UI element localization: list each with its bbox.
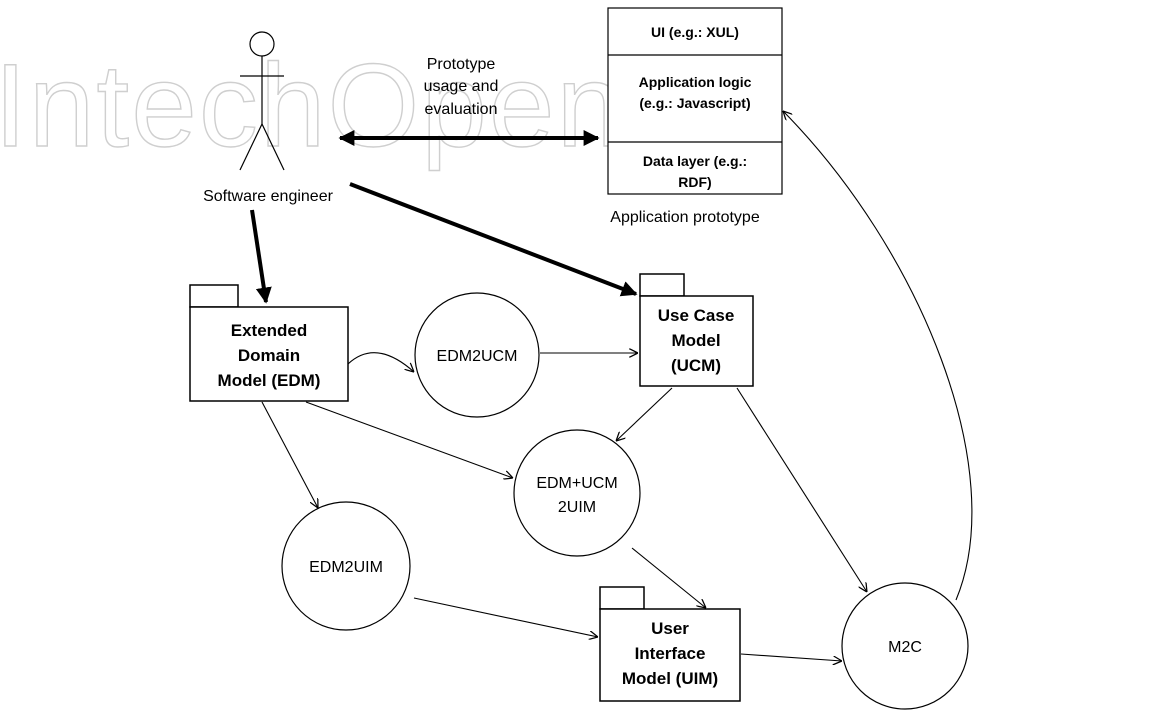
m2c-transformation: [841, 582, 969, 710]
edm-package: [189, 284, 349, 402]
watermark-logo: IntechOpen: [0, 40, 624, 172]
edm-package-line-1: Extended: [231, 321, 308, 340]
uim-package-line-2: Interface: [635, 644, 706, 663]
edm2uim-transformation: [281, 501, 411, 631]
edm-ucm-2uim-label-line-2: 2UIM: [558, 499, 596, 516]
prototype-data-layer-line-1: Data layer (e.g.:: [643, 153, 747, 169]
edm-package-line-2: Domain: [238, 346, 300, 365]
software-engineer-actor: [239, 31, 285, 171]
edm2ucm-label: EDM2UCM: [437, 348, 518, 365]
prototype-ui-layer: UI (e.g.: XUL): [651, 24, 739, 40]
interaction-label-line-2: usage and: [424, 78, 499, 95]
edm-to-edm-ucm-2uim-arrow: [305, 401, 513, 478]
edm-ucm-2uim-transformation: [513, 429, 641, 557]
uim-package: [599, 586, 741, 702]
application-prototype-stack: [607, 7, 783, 195]
ucm-package-line-1: Use Case: [658, 306, 735, 325]
actor-label: Software engineer: [203, 188, 334, 205]
prototype-data-layer-line-2: RDF): [678, 174, 711, 190]
ucm-package: [639, 273, 754, 387]
edm-ucm-2uim-to-uim-arrow: [631, 547, 706, 608]
edm-to-edm2uim-arrow: [261, 401, 318, 508]
prototype-caption: Application prototype: [610, 209, 760, 226]
m2c-to-prototype-arrow: [783, 111, 973, 601]
edm2ucm-transformation: [414, 292, 540, 418]
edm-to-edm2ucm-arrow: [347, 352, 414, 372]
edm-package-line-3: Model (EDM): [218, 371, 321, 390]
m2c-label: M2C: [888, 639, 922, 656]
prototype-logic-layer-line-2: (e.g.: Javascript): [639, 95, 750, 111]
engineer-to-ucm-arrow: [349, 182, 638, 297]
edm2uim-to-uim-arrow: [413, 597, 598, 637]
engineer-to-edm-arrow: [250, 209, 272, 304]
uim-package-line-1: User: [651, 619, 689, 638]
edm-ucm-2uim-label-line-1: EDM+UCM: [536, 475, 617, 492]
ucm-to-edm-ucm-2uim-arrow: [616, 387, 673, 441]
ucm-to-m2c-arrow: [736, 387, 867, 592]
interaction-label-line-3: evaluation: [425, 101, 498, 118]
prototype-logic-layer-line-1: Application logic: [639, 74, 752, 90]
edm2uim-label: EDM2UIM: [309, 559, 383, 576]
interaction-label-line-1: Prototype: [427, 56, 496, 73]
ucm-package-line-3: (UCM): [671, 356, 721, 375]
uim-package-line-3: Model (UIM): [622, 669, 718, 688]
ucm-package-line-2: Model: [671, 331, 720, 350]
uim-to-m2c-arrow: [740, 653, 842, 661]
